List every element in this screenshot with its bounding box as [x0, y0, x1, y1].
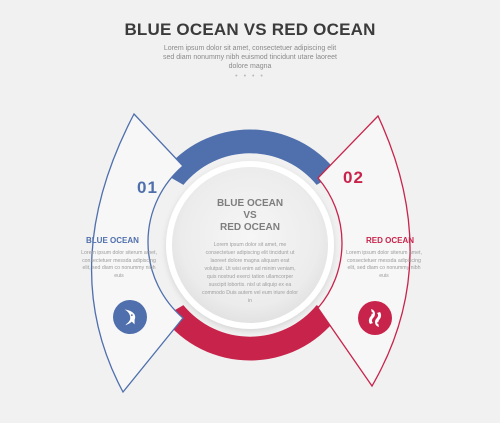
center-description: Lorem ipsum dolor sit amet, me consectet…: [202, 242, 299, 304]
red-ocean-text: Lorem ipsum dolor siterum amet, consecte…: [346, 250, 422, 279]
red-step-number: 02: [343, 168, 364, 187]
blue-step-number: 01: [137, 178, 158, 197]
fish-icon: [113, 300, 147, 334]
center-title-line1: BLUE OCEAN: [216, 198, 284, 209]
red-ocean-title: RED OCEAN: [366, 236, 415, 245]
center-circle: [172, 167, 328, 323]
koi-fish-icon: [358, 301, 392, 335]
page-title: BLUE OCEAN VS RED OCEAN: [124, 20, 376, 39]
blue-ring-segment: [162, 129, 338, 185]
center-title-line3: RED OCEAN: [219, 222, 280, 233]
center-title-line2: VS: [243, 210, 257, 221]
blue-ocean-text: Lorem ipsum dolor siterum amet, consecte…: [81, 250, 157, 279]
page-subtitle: Lorem ipsum dolor sit amet, consectetuer…: [163, 45, 337, 70]
pagination-dots: • • • •: [235, 73, 265, 80]
red-ring-segment: [162, 305, 338, 361]
blue-ocean-title: BLUE OCEAN: [86, 236, 139, 245]
center-title: BLUE OCEAN VS RED OCEAN: [200, 198, 300, 234]
